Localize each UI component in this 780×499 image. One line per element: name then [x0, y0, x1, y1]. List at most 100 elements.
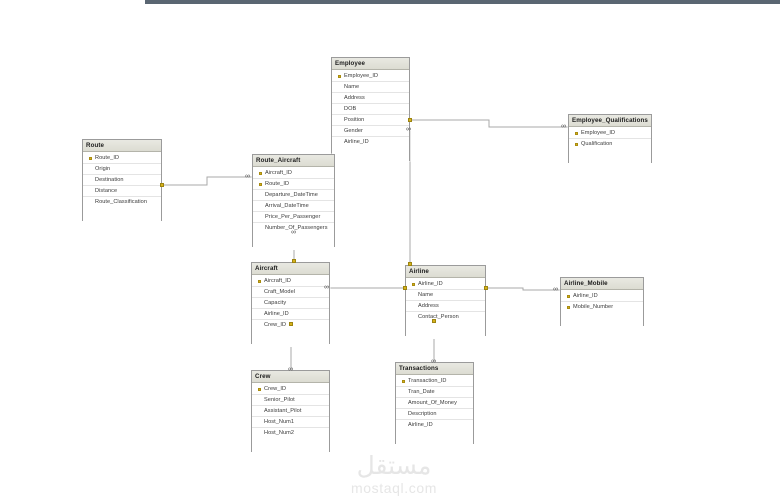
field-row[interactable]: Airline_ID	[406, 279, 485, 290]
field-row[interactable]: Qualification	[569, 139, 651, 150]
field-row[interactable]: Route_ID	[83, 153, 161, 164]
field-row[interactable]: Airline_ID	[396, 420, 473, 431]
entity-table-empty-space	[252, 331, 329, 347]
wire-route-routeaircraft	[162, 176, 252, 186]
field-name: Airline_ID	[408, 422, 433, 428]
field-row[interactable]: Description	[396, 409, 473, 420]
field-name: Route_Classification	[95, 199, 147, 205]
entity-table-title-airline_mobile: Airline_Mobile	[561, 278, 643, 290]
field-row[interactable]: Route_ID	[253, 179, 334, 190]
field-row[interactable]: Amount_Of_Money	[396, 398, 473, 409]
field-row[interactable]: Arrival_DateTime	[253, 201, 334, 212]
field-name: Employee_ID	[581, 129, 616, 136]
field-row[interactable]: Name	[406, 290, 485, 301]
field-row[interactable]: Crew_ID	[252, 384, 329, 395]
field-name: Airline_ID	[418, 280, 443, 287]
field-row[interactable]: Craft_Model	[252, 287, 329, 298]
field-name: Distance	[95, 187, 118, 194]
field-name: Arrival_DateTime	[265, 202, 309, 209]
field-row[interactable]: Aircraft_ID	[252, 276, 329, 287]
field-row[interactable]: Aircraft_ID	[253, 168, 334, 179]
primary-key-icon	[335, 74, 344, 78]
entity-table-empty-space	[83, 208, 161, 224]
endpoint-one-route	[160, 183, 164, 187]
field-row[interactable]: Airline_ID	[332, 137, 409, 148]
field-row[interactable]: Capacity	[252, 298, 329, 309]
field-row[interactable]: Airline_ID	[561, 291, 643, 302]
endpoint-one-aircraft-crew	[289, 322, 293, 326]
entity-table-empty-space	[406, 323, 485, 339]
entity-table-empty-space	[253, 234, 334, 250]
field-name: Route_ID	[265, 180, 290, 187]
field-row[interactable]: Price_Per_Passenger	[253, 212, 334, 223]
primary-key-icon	[255, 279, 264, 283]
field-name: Aircraft_ID	[264, 277, 291, 284]
field-row[interactable]: Address	[406, 301, 485, 312]
field-row[interactable]: Departure_DateTime	[253, 190, 334, 201]
field-name: Position	[344, 116, 365, 123]
entity-table-fields-employee_qualifications: Employee_ID Qualification	[569, 127, 651, 150]
entity-table-title-employee_qualifications: Employee_Qualifications	[569, 115, 651, 127]
field-row[interactable]: Airline_ID	[252, 309, 329, 320]
field-name: Mobile_Number	[573, 304, 614, 310]
field-row[interactable]: Assistant_Pilot	[252, 406, 329, 417]
field-name: Transaction_ID	[408, 377, 447, 384]
entity-table-title-employee: Employee	[332, 58, 409, 70]
primary-key-icon	[564, 306, 573, 309]
field-row[interactable]: Destination	[83, 175, 161, 186]
field-row[interactable]: Address	[332, 93, 409, 104]
entity-table-title-transactions: Transactions	[396, 363, 473, 375]
field-name: Airline_ID	[573, 292, 598, 299]
field-name: Price_Per_Passenger	[265, 213, 321, 220]
entity-table-empty-space	[252, 439, 329, 455]
field-row[interactable]: Distance	[83, 186, 161, 197]
field-name: Description	[408, 410, 437, 417]
wire-airline-mobile	[486, 287, 560, 291]
field-name: Capacity	[264, 299, 287, 306]
field-row[interactable]: DOB	[332, 104, 409, 115]
primary-key-icon	[256, 171, 265, 175]
field-name: Crew_ID	[264, 385, 287, 392]
field-row[interactable]: Crew_ID	[252, 320, 329, 331]
field-row[interactable]: Senior_Pilot	[252, 395, 329, 406]
field-row[interactable]: Transaction_ID	[396, 376, 473, 387]
field-name: Address	[344, 94, 365, 101]
field-name: Contact_Person	[418, 314, 459, 320]
field-name: Qualification	[581, 141, 613, 147]
primary-key-icon	[86, 156, 95, 160]
field-row[interactable]: Host_Num2	[252, 428, 329, 439]
entity-table-title-aircraft: Aircraft	[252, 263, 329, 275]
field-row[interactable]: Name	[332, 82, 409, 93]
field-row[interactable]: Gender	[332, 126, 409, 137]
field-row[interactable]: Employee_ID	[332, 71, 409, 82]
field-row[interactable]: Origin	[83, 164, 161, 175]
entity-table-title-route_aircraft: Route_Aircraft	[253, 155, 334, 167]
field-row[interactable]: Number_Of_Passengers	[253, 223, 334, 234]
field-row[interactable]: Mobile_Number	[561, 302, 643, 313]
watermark-domain-text: mostaql.com	[351, 480, 437, 496]
field-name: Address	[418, 302, 439, 309]
field-row[interactable]: Employee_ID	[569, 128, 651, 139]
field-row[interactable]: Tran_Date	[396, 387, 473, 398]
field-row[interactable]: Contact_Person	[406, 312, 485, 323]
field-row[interactable]: Route_Classification	[83, 197, 161, 208]
primary-key-icon	[564, 294, 573, 298]
endpoint-many-routeaircraft-aircraft: ∞	[291, 229, 296, 236]
field-row[interactable]: Host_Num1	[252, 417, 329, 428]
endpoint-one-airline-transactions	[432, 319, 436, 323]
field-row[interactable]: Position	[332, 115, 409, 126]
